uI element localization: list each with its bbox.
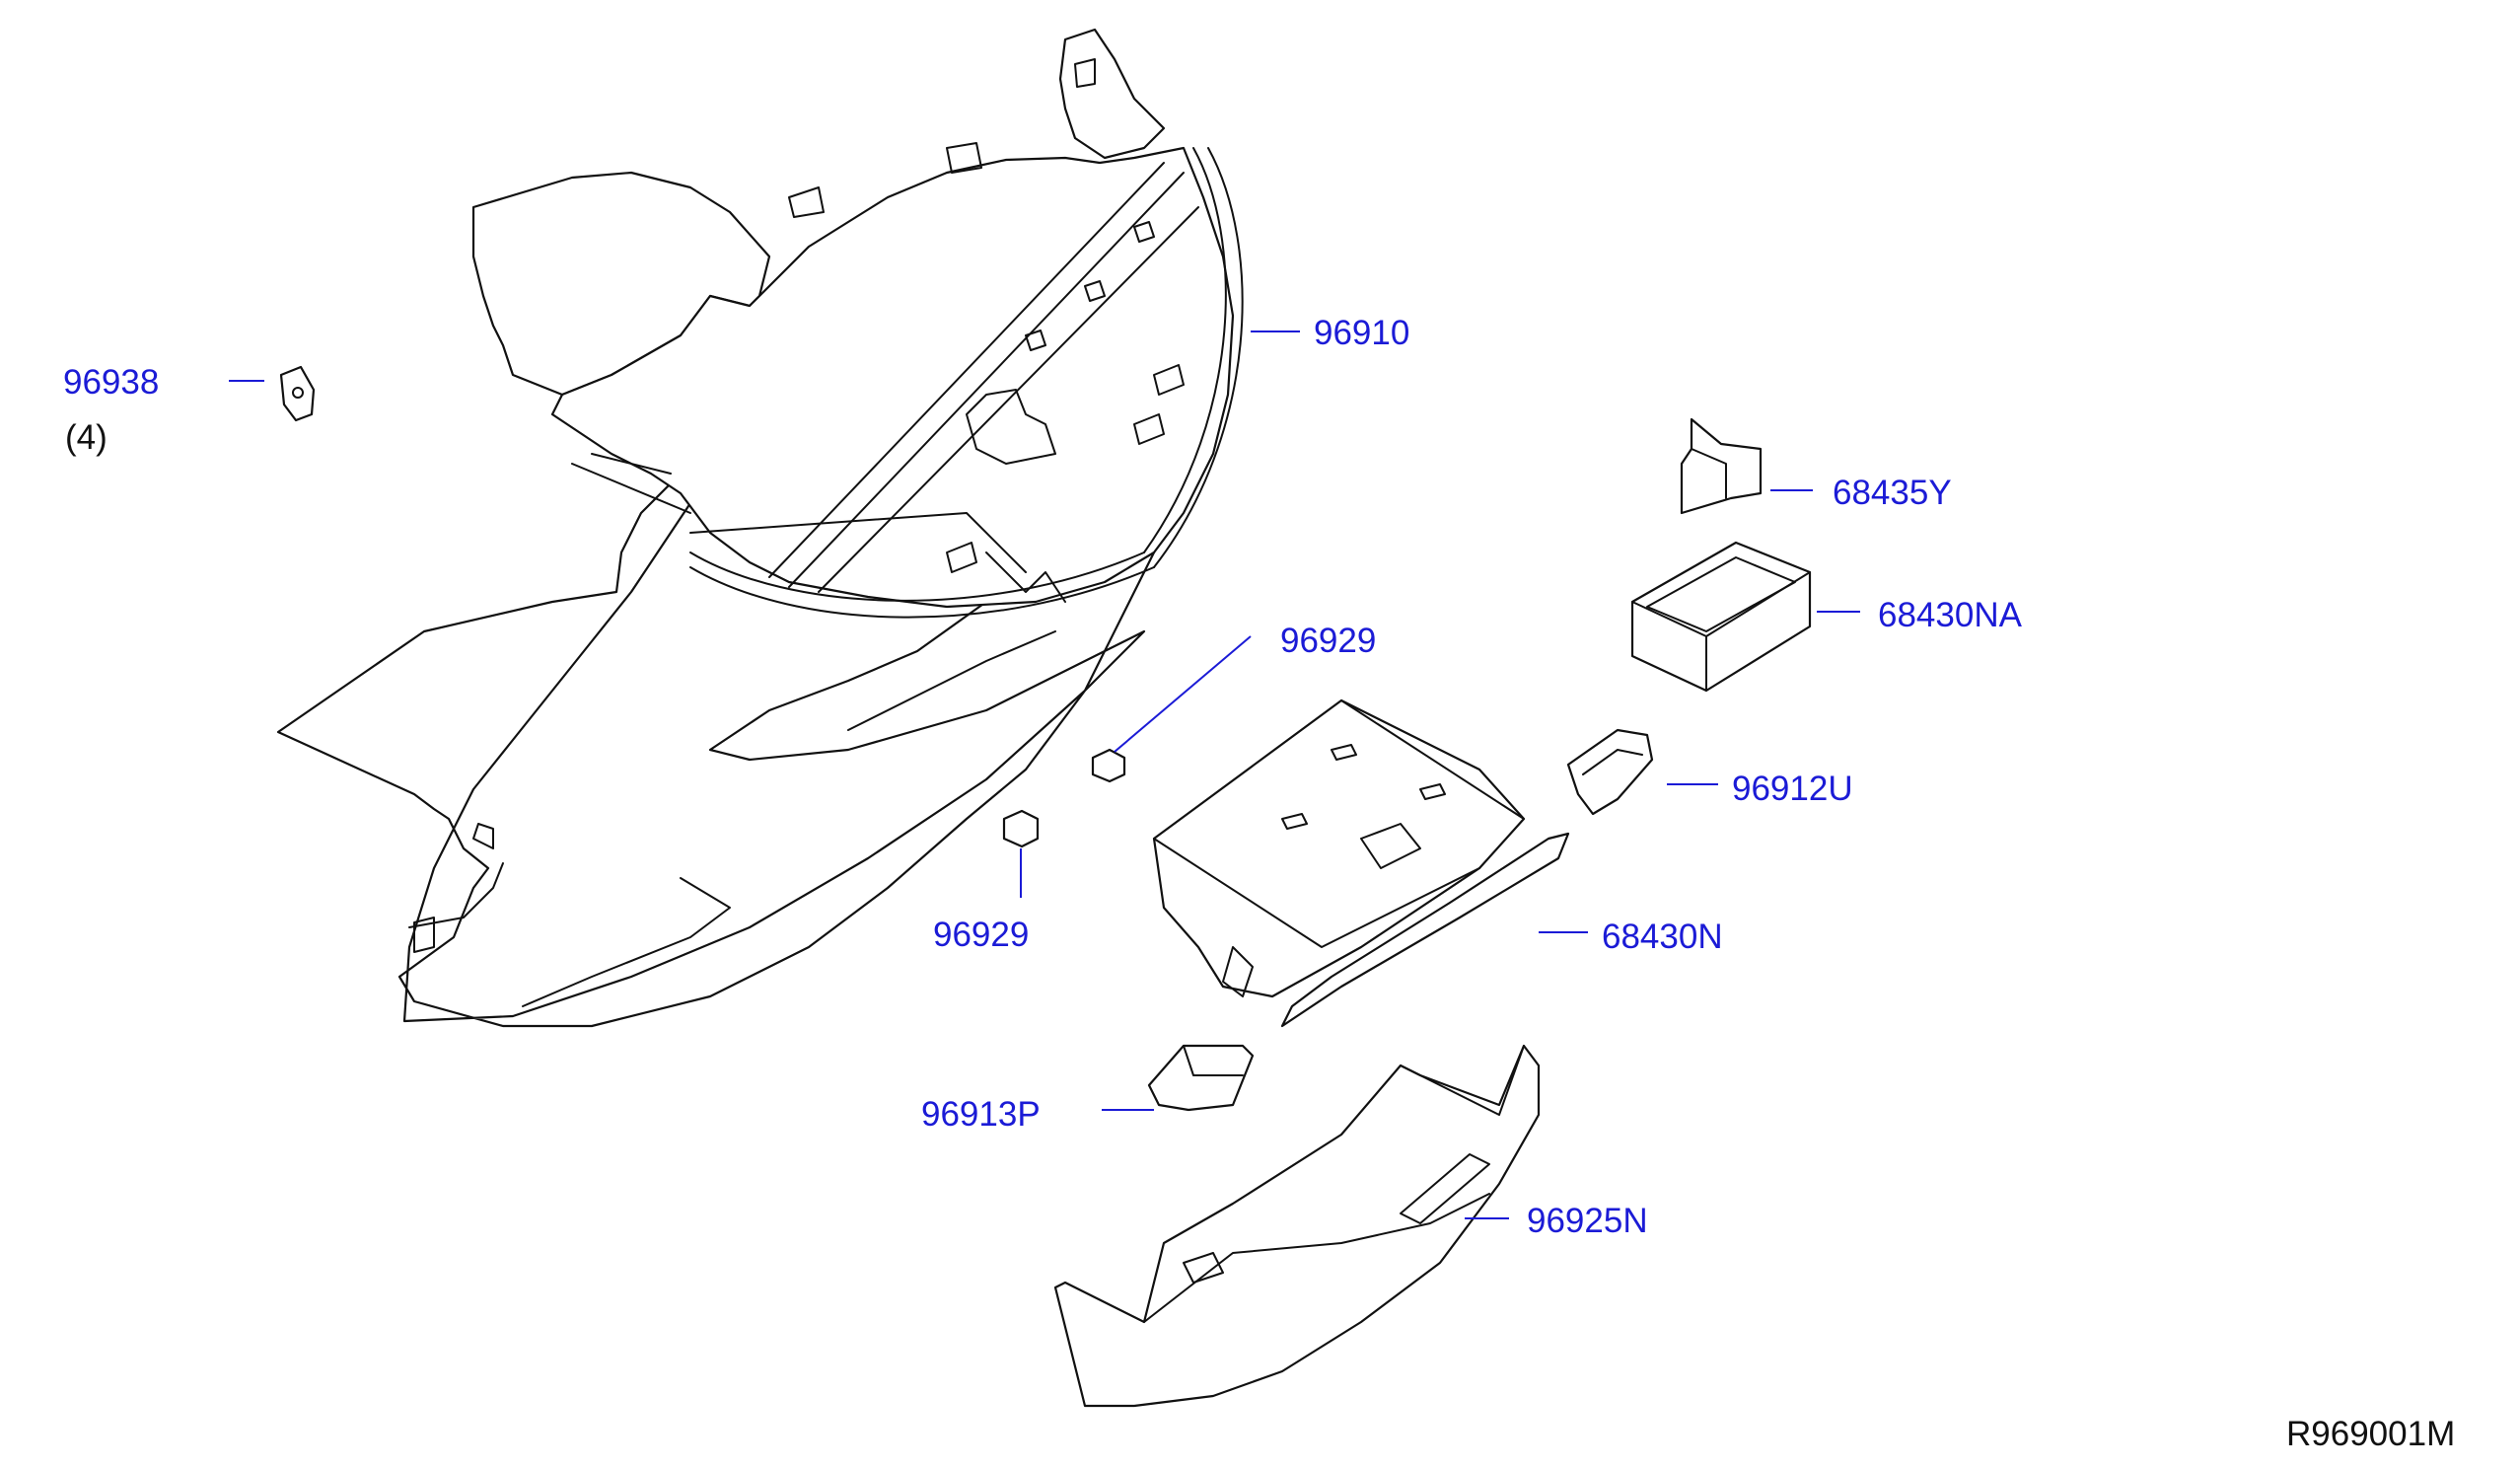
part-number-96910: 96910	[1314, 314, 1410, 352]
part-number-96912U: 96912U	[1732, 770, 1853, 808]
part-quantity-96938: (4)	[65, 418, 108, 457]
leader-96929-upper	[1114, 635, 1252, 753]
storage-box-illustration	[1630, 541, 1812, 693]
part-number-96929-upper: 96929	[1280, 622, 1377, 660]
diagram-reference-code: R969001M	[2286, 1415, 2456, 1453]
part-number-96929-lower: 96929	[933, 916, 1030, 954]
glove-box-door-illustration	[1053, 1044, 1541, 1408]
clip-illustration	[279, 365, 316, 422]
part-number-96925N: 96925N	[1527, 1202, 1648, 1240]
grommet-illustration-upper	[1091, 748, 1126, 783]
grommet-illustration-lower	[1002, 809, 1040, 848]
pad-illustration	[1680, 417, 1763, 515]
latch-illustration	[1147, 1044, 1255, 1112]
part-number-68435Y: 68435Y	[1833, 474, 1952, 512]
part-number-96938: 96938	[63, 363, 160, 402]
glove-box-housing-illustration	[1152, 698, 1570, 1028]
part-number-96913P: 96913P	[921, 1095, 1041, 1134]
part-number-68430N: 68430N	[1602, 918, 1723, 956]
instrument-panel-lower-illustration	[276, 28, 1244, 1028]
striker-illustration	[1566, 728, 1654, 816]
part-number-68430NA: 68430NA	[1878, 596, 2022, 634]
